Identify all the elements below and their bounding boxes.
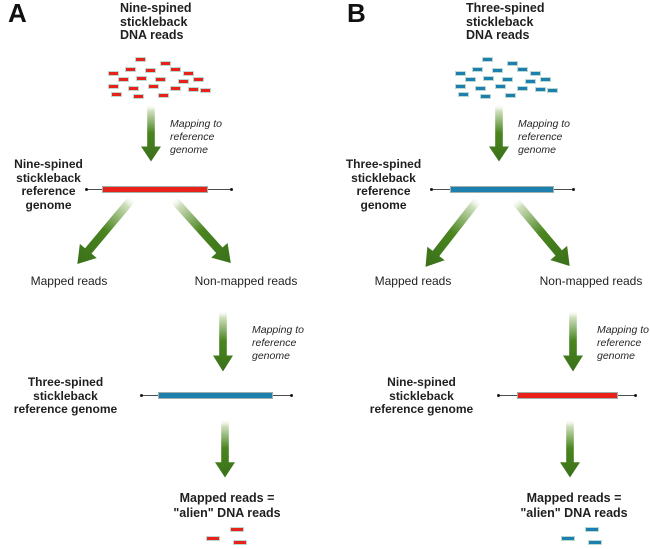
dna-read bbox=[530, 71, 541, 76]
mapping-arrow-down-icon bbox=[141, 104, 161, 162]
genome-end-dot bbox=[430, 188, 433, 191]
genome-end-dot bbox=[85, 188, 88, 191]
nine-spined-reference-genome-label: Nine-spined stickleback reference genome bbox=[369, 375, 474, 416]
nine-spined-dna-reads-cluster bbox=[103, 56, 215, 102]
dna-read bbox=[118, 77, 129, 82]
nine-spined-reference-genome-label: Nine-spined stickleback reference genome bbox=[14, 157, 83, 212]
dna-read bbox=[133, 94, 144, 99]
dna-read bbox=[480, 94, 491, 99]
panel-b-label: B bbox=[347, 0, 366, 28]
dna-read bbox=[561, 536, 575, 541]
mapping-arrow-down-icon bbox=[213, 310, 233, 372]
dna-read bbox=[206, 536, 220, 541]
branch-arrow-mapped-icon bbox=[425, 195, 483, 267]
mapped-reads-label: Mapped reads bbox=[30, 274, 108, 288]
dna-read bbox=[178, 79, 189, 84]
dna-read bbox=[158, 93, 169, 98]
three-spined-dna-reads-title: Three-spined stickleback DNA reads bbox=[466, 1, 545, 42]
dna-read bbox=[230, 527, 244, 532]
genome-end-dot bbox=[634, 394, 637, 397]
alien-reads-cluster bbox=[206, 527, 250, 547]
dna-read bbox=[193, 77, 204, 82]
three-spined-reference-genome-graphic bbox=[140, 389, 293, 402]
genome-end-dot bbox=[290, 394, 293, 397]
dna-read bbox=[517, 86, 528, 91]
mapping-arrow-down-icon bbox=[563, 310, 583, 372]
dna-read bbox=[502, 77, 513, 82]
nine-spined-reference-genome-graphic bbox=[85, 183, 233, 196]
branch-arrow-non-mapped-icon bbox=[169, 195, 231, 263]
genome-end-dot bbox=[230, 188, 233, 191]
dna-read bbox=[458, 92, 469, 97]
panel-a-label: A bbox=[8, 0, 27, 28]
result-arrow-down-icon bbox=[215, 419, 235, 478]
dna-read bbox=[482, 57, 493, 62]
dna-read bbox=[145, 68, 156, 73]
mapping-step-label: Mapping to reference genome bbox=[252, 324, 304, 362]
mapping-step-label: Mapping to reference genome bbox=[518, 118, 570, 156]
dna-read bbox=[540, 77, 551, 82]
dna-read bbox=[455, 84, 466, 89]
three-spined-reference-genome-label: Three-spined stickleback reference genom… bbox=[13, 375, 118, 416]
dna-read bbox=[125, 67, 136, 72]
dna-read bbox=[111, 92, 122, 97]
dna-read bbox=[183, 71, 194, 76]
mapping-arrow-down-icon bbox=[489, 104, 509, 162]
dna-read bbox=[170, 67, 181, 72]
dna-read bbox=[525, 79, 536, 84]
dna-read bbox=[128, 86, 139, 91]
dna-read bbox=[108, 84, 119, 89]
dna-read bbox=[135, 57, 146, 62]
dna-read bbox=[472, 67, 483, 72]
three-spined-reference-genome-graphic bbox=[430, 183, 575, 196]
three-spined-genome-bar bbox=[158, 392, 273, 399]
dna-read bbox=[160, 61, 171, 66]
genome-end-dot bbox=[572, 188, 575, 191]
dna-read bbox=[455, 71, 466, 76]
nine-spined-genome-bar bbox=[102, 186, 208, 193]
dna-read bbox=[155, 77, 166, 82]
result-arrow-down-icon bbox=[560, 419, 580, 478]
dna-read bbox=[547, 88, 558, 93]
dna-read bbox=[588, 540, 602, 545]
dna-read bbox=[465, 77, 476, 82]
mapping-step-label: Mapping to reference genome bbox=[597, 324, 649, 362]
dna-read bbox=[535, 87, 546, 92]
three-spined-genome-bar bbox=[450, 186, 554, 193]
dna-read bbox=[170, 86, 181, 91]
dna-read bbox=[233, 540, 247, 545]
dna-read bbox=[188, 87, 199, 92]
dna-read bbox=[517, 67, 528, 72]
dna-read bbox=[148, 84, 159, 89]
dna-read bbox=[483, 76, 494, 81]
dna-read bbox=[507, 61, 518, 66]
genome-end-dot bbox=[140, 394, 143, 397]
mapping-step-label: Mapping to reference genome bbox=[170, 118, 222, 156]
dna-read bbox=[475, 86, 486, 91]
non-mapped-reads-label: Non-mapped reads bbox=[194, 274, 298, 288]
dna-read bbox=[585, 527, 599, 532]
branch-arrow-non-mapped-icon bbox=[510, 196, 570, 266]
alien-reads-cluster bbox=[561, 527, 605, 547]
dna-read bbox=[495, 84, 506, 89]
dna-read bbox=[108, 71, 119, 76]
mapped-reads-label: Mapped reads bbox=[374, 274, 452, 288]
dna-read bbox=[505, 93, 516, 98]
nine-spined-reference-genome-graphic bbox=[497, 389, 637, 402]
three-spined-reference-genome-label: Three-spined stickleback reference genom… bbox=[345, 157, 422, 212]
dna-read bbox=[136, 76, 147, 81]
nine-spined-dna-reads-title: Nine-spined stickleback DNA reads bbox=[120, 1, 192, 42]
dna-read bbox=[200, 88, 211, 93]
nine-spined-genome-bar bbox=[517, 392, 618, 399]
genome-end-dot bbox=[497, 394, 500, 397]
non-mapped-reads-label: Non-mapped reads bbox=[539, 274, 643, 288]
dna-read bbox=[492, 68, 503, 73]
branch-arrow-mapped-icon bbox=[77, 194, 137, 264]
three-spined-dna-reads-cluster bbox=[450, 56, 562, 102]
alien-reads-result-label: Mapped reads = "alien" DNA reads bbox=[520, 491, 628, 520]
alien-reads-result-label: Mapped reads = "alien" DNA reads bbox=[173, 491, 281, 520]
